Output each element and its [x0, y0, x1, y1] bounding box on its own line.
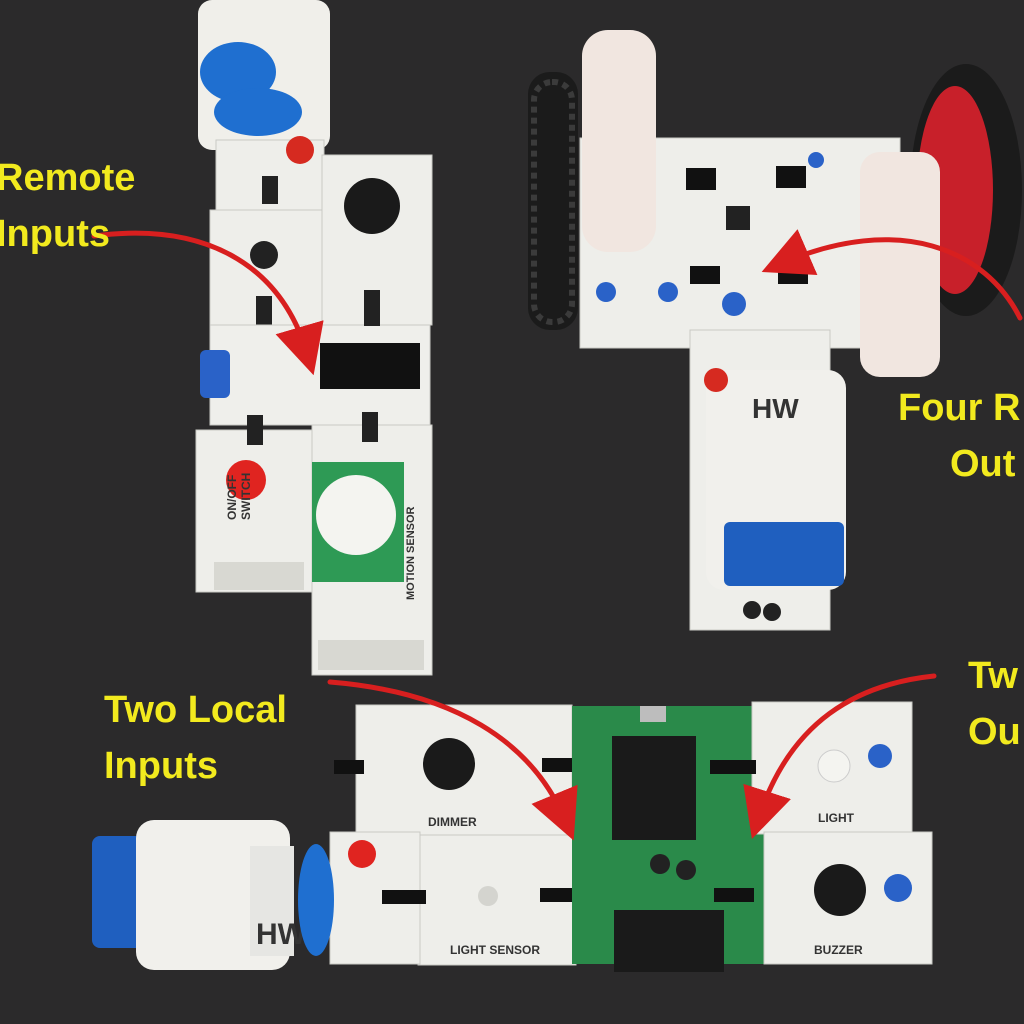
- label-local-inputs-line2: Inputs: [104, 745, 218, 787]
- local-io-assembly: DIMMER LIGHT SENSOR LIGHT BUZZER: [92, 701, 933, 972]
- label-remote-inputs-line1: Remote: [0, 157, 136, 199]
- label-remote-outputs: Four R Out: [898, 380, 1020, 492]
- robot-chassis: HW: [528, 30, 1022, 631]
- label-local-outputs-line2: Ou: [968, 711, 1021, 753]
- label-remote-inputs-line2: Inputs: [0, 213, 110, 255]
- arrow-local-inputs: [327, 679, 578, 841]
- arrow-local-outputs: [743, 673, 937, 840]
- label-local-outputs: Tw Ou: [968, 648, 1021, 760]
- annotation-arrows: [91, 229, 1023, 841]
- svg-text:BUZZER: BUZZER: [814, 943, 863, 957]
- svg-text:MOTION SENSOR: MOTION SENSOR: [405, 506, 417, 600]
- arrow-remote-outputs: [761, 229, 1023, 321]
- label-remote-inputs: Remote Inputs: [0, 150, 135, 262]
- svg-text:LIGHT: LIGHT: [818, 811, 855, 825]
- label-local-inputs: Two Local Inputs: [104, 682, 287, 794]
- label-remote-outputs-line2: Out: [950, 443, 1016, 485]
- svg-text:ON/OFF: ON/OFF: [225, 475, 239, 520]
- svg-text:SWITCH: SWITCH: [239, 473, 253, 520]
- svg-text:HW: HW: [256, 918, 307, 951]
- svg-text:LIGHT SENSOR: LIGHT SENSOR: [450, 943, 540, 957]
- label-local-outputs-line1: Tw: [968, 655, 1018, 697]
- svg-text:DIMMER: DIMMER: [428, 815, 477, 829]
- arrow-remote-inputs: [91, 230, 324, 376]
- label-remote-outputs-line1: Four R: [898, 387, 1021, 429]
- svg-text:HW: HW: [752, 393, 799, 424]
- label-local-inputs-line1: Two Local: [104, 689, 287, 731]
